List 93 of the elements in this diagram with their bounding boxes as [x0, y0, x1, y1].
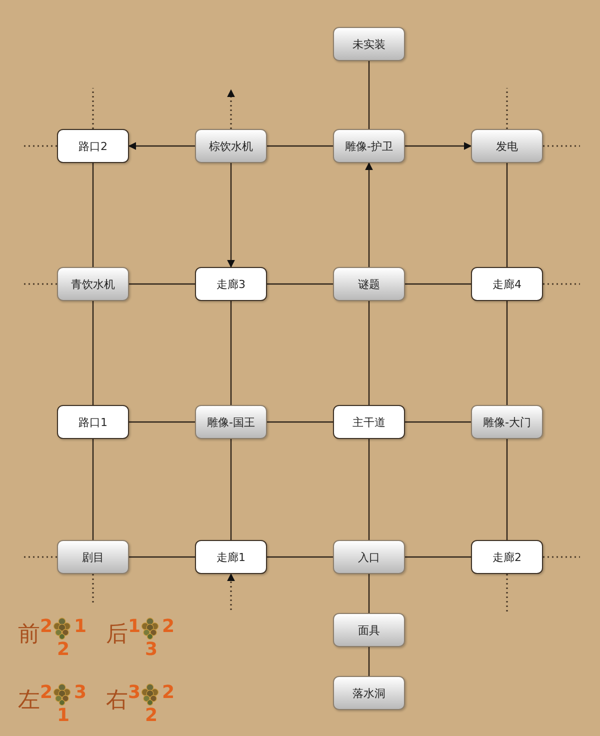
room-name: 雕像-国王	[207, 414, 255, 430]
room-name: 落水洞	[352, 686, 386, 700]
room-name: 雕像-护卫	[345, 138, 393, 154]
room-box	[57, 540, 129, 574]
connector	[129, 421, 195, 423]
room-box	[333, 129, 405, 163]
connector	[368, 647, 370, 676]
dotted-connector	[543, 283, 580, 285]
room-box	[195, 267, 267, 301]
room-name: 走廊4	[492, 276, 522, 292]
count-number: 3	[74, 684, 87, 702]
connector	[267, 283, 333, 285]
room-box	[333, 540, 405, 574]
dotted-connector	[506, 574, 508, 612]
count-number: 3	[145, 641, 158, 659]
room-name: 青饮水机	[71, 276, 115, 292]
room-box	[333, 27, 405, 61]
room-box	[471, 267, 543, 301]
connector	[405, 283, 471, 285]
room-box	[195, 540, 267, 574]
dotted-connector	[92, 88, 94, 129]
dotted-connector	[22, 283, 57, 285]
direction-label: 前	[18, 624, 40, 646]
direction-label: 左	[18, 690, 40, 712]
dotted-connector	[543, 556, 580, 558]
room-box	[333, 405, 405, 439]
connector	[230, 439, 232, 540]
room-box	[471, 405, 543, 439]
room-box	[333, 613, 405, 647]
count-number: 1	[128, 618, 141, 636]
connector	[368, 61, 370, 129]
room-name: 发电	[496, 138, 518, 154]
connector	[506, 163, 508, 267]
connector	[267, 556, 333, 558]
room-box	[333, 676, 405, 710]
room-name: 剧目	[82, 550, 104, 564]
room-name: 谜题	[358, 276, 380, 292]
room-name: 走廊3	[216, 276, 246, 292]
connector	[267, 421, 333, 423]
connector	[405, 421, 471, 423]
connector	[506, 301, 508, 405]
connector	[405, 556, 471, 558]
count-number: 1	[74, 618, 87, 636]
connector	[230, 301, 232, 405]
connector	[227, 163, 235, 268]
connector	[267, 145, 333, 147]
direction-label: 后	[106, 624, 128, 646]
room-box	[57, 129, 129, 163]
count-number: 2	[40, 618, 53, 636]
direction-label: 右	[106, 690, 128, 712]
count-number: 2	[162, 684, 175, 702]
connector	[92, 163, 94, 267]
room-name: 入口	[358, 550, 380, 564]
connector	[92, 301, 94, 405]
dotted-connector	[227, 89, 235, 129]
count-number: 2	[40, 684, 53, 702]
count-number: 2	[162, 618, 175, 636]
connector	[368, 574, 370, 613]
count-number: 1	[57, 707, 70, 725]
count-number: 2	[145, 707, 158, 725]
dotted-connector	[543, 145, 580, 147]
room-name: 路口2	[78, 138, 108, 154]
dotted-connector	[227, 573, 235, 610]
room-box	[333, 267, 405, 301]
room-name: 雕像-大门	[483, 414, 531, 430]
room-name: 未实装	[352, 36, 386, 52]
count-number: 2	[57, 641, 70, 659]
room-box	[471, 540, 543, 574]
room-box	[57, 267, 129, 301]
room-name: 主干道	[352, 414, 386, 430]
connector	[368, 439, 370, 540]
dotted-connector	[22, 556, 57, 558]
dotted-connector	[92, 574, 94, 605]
room-box	[195, 405, 267, 439]
room-name: 路口1	[78, 414, 108, 430]
connector	[92, 439, 94, 540]
connector	[129, 283, 195, 285]
connector	[365, 162, 373, 267]
room-box	[195, 129, 267, 163]
connector	[128, 142, 195, 150]
connector	[368, 301, 370, 405]
dotted-connector	[22, 145, 57, 147]
room-name: 走廊2	[492, 550, 522, 564]
room-box	[471, 129, 543, 163]
count-number: 3	[128, 684, 141, 702]
room-name: 棕饮水机	[209, 138, 253, 154]
dotted-connector	[506, 88, 508, 129]
room-name: 面具	[358, 622, 380, 638]
room-box	[57, 405, 129, 439]
room-name: 走廊1	[216, 550, 246, 564]
connector	[129, 556, 195, 558]
connector	[506, 439, 508, 540]
connector	[405, 142, 472, 150]
